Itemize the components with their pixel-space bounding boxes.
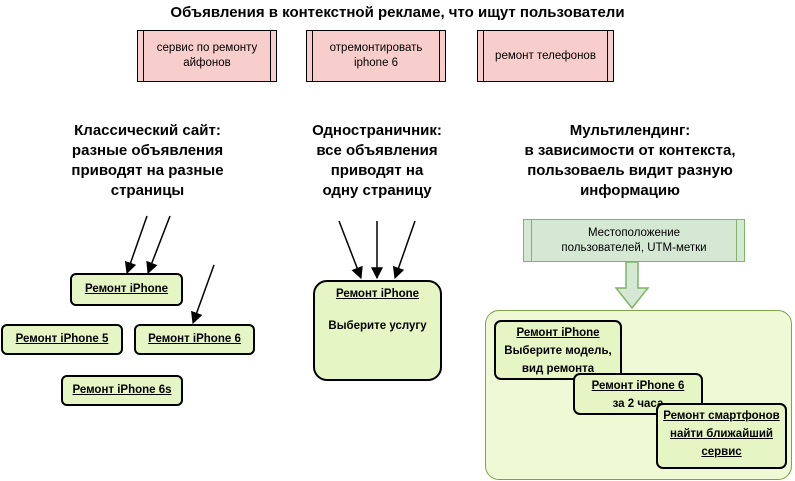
multi-card-iphone-line2: вид ремонта bbox=[521, 363, 595, 375]
single-page-title[interactable]: Ремонт iPhone bbox=[335, 288, 420, 300]
location-down-arrow bbox=[614, 261, 650, 310]
multi-card-smartphones-line2[interactable]: сервис bbox=[701, 446, 742, 458]
classic-page-iphone-5: Ремонт iPhone 5 bbox=[1, 324, 123, 355]
ad-box-repair-iphone-6: отремонтировать iphone 6 bbox=[306, 30, 446, 82]
arrow-single-right bbox=[392, 220, 416, 280]
multilanding-heading: Мультилендинг: в зависимости от контекст… bbox=[524, 122, 736, 199]
classic-page-iphone-6s: Ремонт iPhone 6s bbox=[61, 375, 183, 406]
multi-card-iphone-6-title[interactable]: Ремонт iPhone 6 bbox=[591, 380, 685, 392]
classic-page-iphone: Ремонт iPhone bbox=[70, 273, 183, 306]
classic-page-iphone-6: Ремонт iPhone 6 bbox=[134, 324, 255, 355]
diagram-title: Объявления в контекстной рекламе, что ищ… bbox=[170, 4, 625, 21]
page-link-iphone[interactable]: Ремонт iPhone bbox=[84, 283, 169, 295]
page-link-iphone-6[interactable]: Ремонт iPhone 6 bbox=[148, 333, 241, 345]
ad-box-iphone-repair-service: сервис по ремонту айфонов bbox=[137, 30, 277, 82]
multi-card-smartphones-line1[interactable]: найти ближайший bbox=[670, 428, 773, 440]
page-link-iphone-5[interactable]: Ремонт iPhone 5 bbox=[15, 333, 109, 345]
classic-site-heading: Классический сайт: разные объявления при… bbox=[71, 122, 224, 199]
page-link-iphone-6s[interactable]: Ремонт iPhone 6s bbox=[72, 384, 172, 396]
arrow-to-iphone-1 bbox=[124, 215, 148, 275]
arrow-to-iphone-6 bbox=[191, 264, 215, 325]
single-page-body: Выберите услугу bbox=[328, 320, 427, 332]
multi-card-iphone: Ремонт iPhone Выберите модель, вид ремон… bbox=[494, 320, 622, 380]
arrow-to-iphone-2 bbox=[146, 215, 171, 275]
multi-card-iphone-title[interactable]: Ремонт iPhone bbox=[516, 327, 600, 339]
single-landing-page: Ремонт iPhone Выберите услугу bbox=[313, 280, 442, 381]
ad-box-phone-repair: ремонт телефонов bbox=[477, 30, 614, 82]
multi-card-smartphones-title[interactable]: Ремонт смартфонов bbox=[663, 410, 780, 422]
arrow-single-left bbox=[338, 220, 363, 280]
multi-card-iphone-6-line1: за 2 часа bbox=[612, 398, 664, 410]
multi-card-smartphones: Ремонт смартфонов найти ближайший сервис bbox=[656, 403, 787, 469]
single-page-heading: Одностраничник: все объявления приводят … bbox=[312, 122, 442, 199]
location-utm-box: Местоположение пользователей, UTM-метки bbox=[523, 219, 745, 262]
multi-card-iphone-line1: Выберите модель, bbox=[504, 345, 612, 357]
